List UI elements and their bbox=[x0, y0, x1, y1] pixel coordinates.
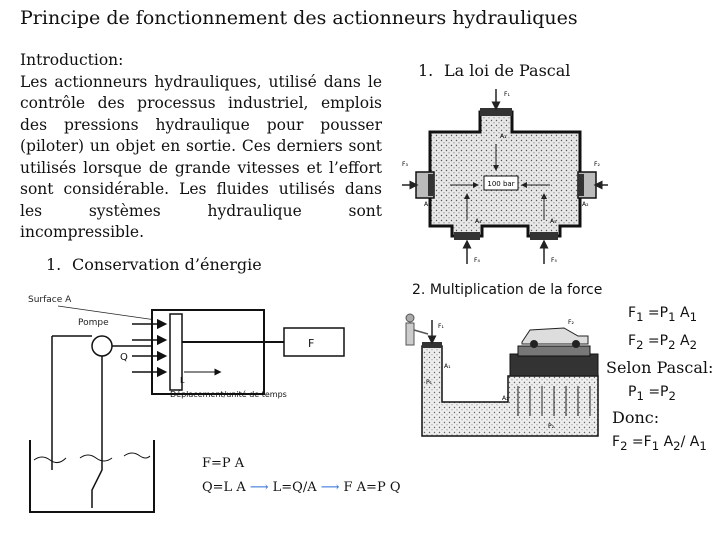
section-pascal-heading: 1. La loi de Pascal bbox=[418, 61, 570, 80]
formula-f1: F1 =P1 A1 bbox=[628, 305, 697, 324]
section-energy-heading: 1. Conservation d’énergie bbox=[46, 255, 262, 274]
displacement-label: Déplacement/unité de temps bbox=[170, 389, 287, 399]
intro-block: Introduction: Les actionneurs hydrauliqu… bbox=[20, 50, 382, 244]
formula-result: F2 =F1 A2/ A1 bbox=[612, 434, 707, 453]
pascal-a2-label: A₂ bbox=[582, 201, 589, 208]
formula-f2: F2 =P2 A2 bbox=[628, 333, 697, 352]
formula-l-qa: L=Q/A bbox=[272, 480, 317, 495]
formula-f-pa: F=P A bbox=[202, 456, 245, 471]
page-title: Principe de fonctionnement des actionneu… bbox=[20, 7, 578, 29]
section-energy-title: Conservation d’énergie bbox=[72, 255, 262, 274]
intro-heading: Introduction: bbox=[20, 51, 124, 69]
intro-body: Les actionneurs hydrauliques, utilisé da… bbox=[20, 72, 382, 242]
pascal-pressure-label: 100 bar bbox=[487, 180, 514, 188]
surface-a-label: Surface A bbox=[28, 295, 72, 305]
formula-p-eq: P1 =P2 bbox=[628, 384, 676, 403]
pascal-f5-label: F₅ bbox=[551, 257, 557, 264]
section-pascal-number: 1. bbox=[418, 61, 434, 80]
donc-label: Donc: bbox=[612, 408, 660, 427]
force-a1-label: A₁ bbox=[444, 363, 451, 370]
section-force-title: Multiplication de la force bbox=[429, 282, 603, 298]
pascal-f3-label: F₃ bbox=[402, 161, 408, 168]
force-multiplication-diagram: F₁ F₂ A₁ A₂ P₁ P₂ bbox=[405, 313, 599, 437]
pascal-f2-label: F₂ bbox=[594, 161, 600, 168]
formula-q-la: Q=L A bbox=[202, 480, 246, 495]
force-p2-label: P₂ bbox=[548, 423, 555, 430]
section-pascal-title: La loi de Pascal bbox=[444, 61, 571, 80]
force-f2-label: F₂ bbox=[568, 319, 574, 326]
force-a2-label: A₂ bbox=[502, 395, 509, 402]
formula-fa-pq: F A=P Q bbox=[343, 480, 401, 495]
section-force-heading: 2. Multiplication de la force bbox=[412, 282, 602, 298]
pascal-f4-label: F₄ bbox=[474, 257, 480, 264]
force-f1-label: F₁ bbox=[438, 323, 444, 330]
pascal-law-diagram: 100 bar F₁ A₁ F₃ A₃ F₂ A₂ A₄ F₄ A₅ F₅ bbox=[402, 89, 608, 264]
force-p1-label: P₁ bbox=[426, 379, 433, 386]
energy-conservation-diagram: Surface A Pompe F Q L Déplacement/unité … bbox=[28, 295, 345, 513]
section-energy-number: 1. bbox=[46, 255, 62, 274]
pascal-a4-label: A₄ bbox=[475, 218, 482, 225]
selon-pascal-label: Selon Pascal: bbox=[606, 358, 714, 377]
formula-line-2: Q=L A ⟶ L=Q/A ⟶ F A=P Q bbox=[202, 480, 401, 495]
pascal-a3-label: A₃ bbox=[424, 201, 431, 208]
l-label: L bbox=[180, 376, 185, 385]
pascal-f1-label: F₁ bbox=[504, 91, 510, 98]
energy-f-label: F bbox=[308, 337, 314, 350]
pump-label: Pompe bbox=[78, 318, 109, 328]
pascal-a1-label: A₁ bbox=[500, 133, 507, 140]
pascal-a5-label: A₅ bbox=[550, 218, 557, 225]
q-label: Q bbox=[120, 352, 128, 363]
section-force-number: 2. bbox=[412, 282, 426, 298]
